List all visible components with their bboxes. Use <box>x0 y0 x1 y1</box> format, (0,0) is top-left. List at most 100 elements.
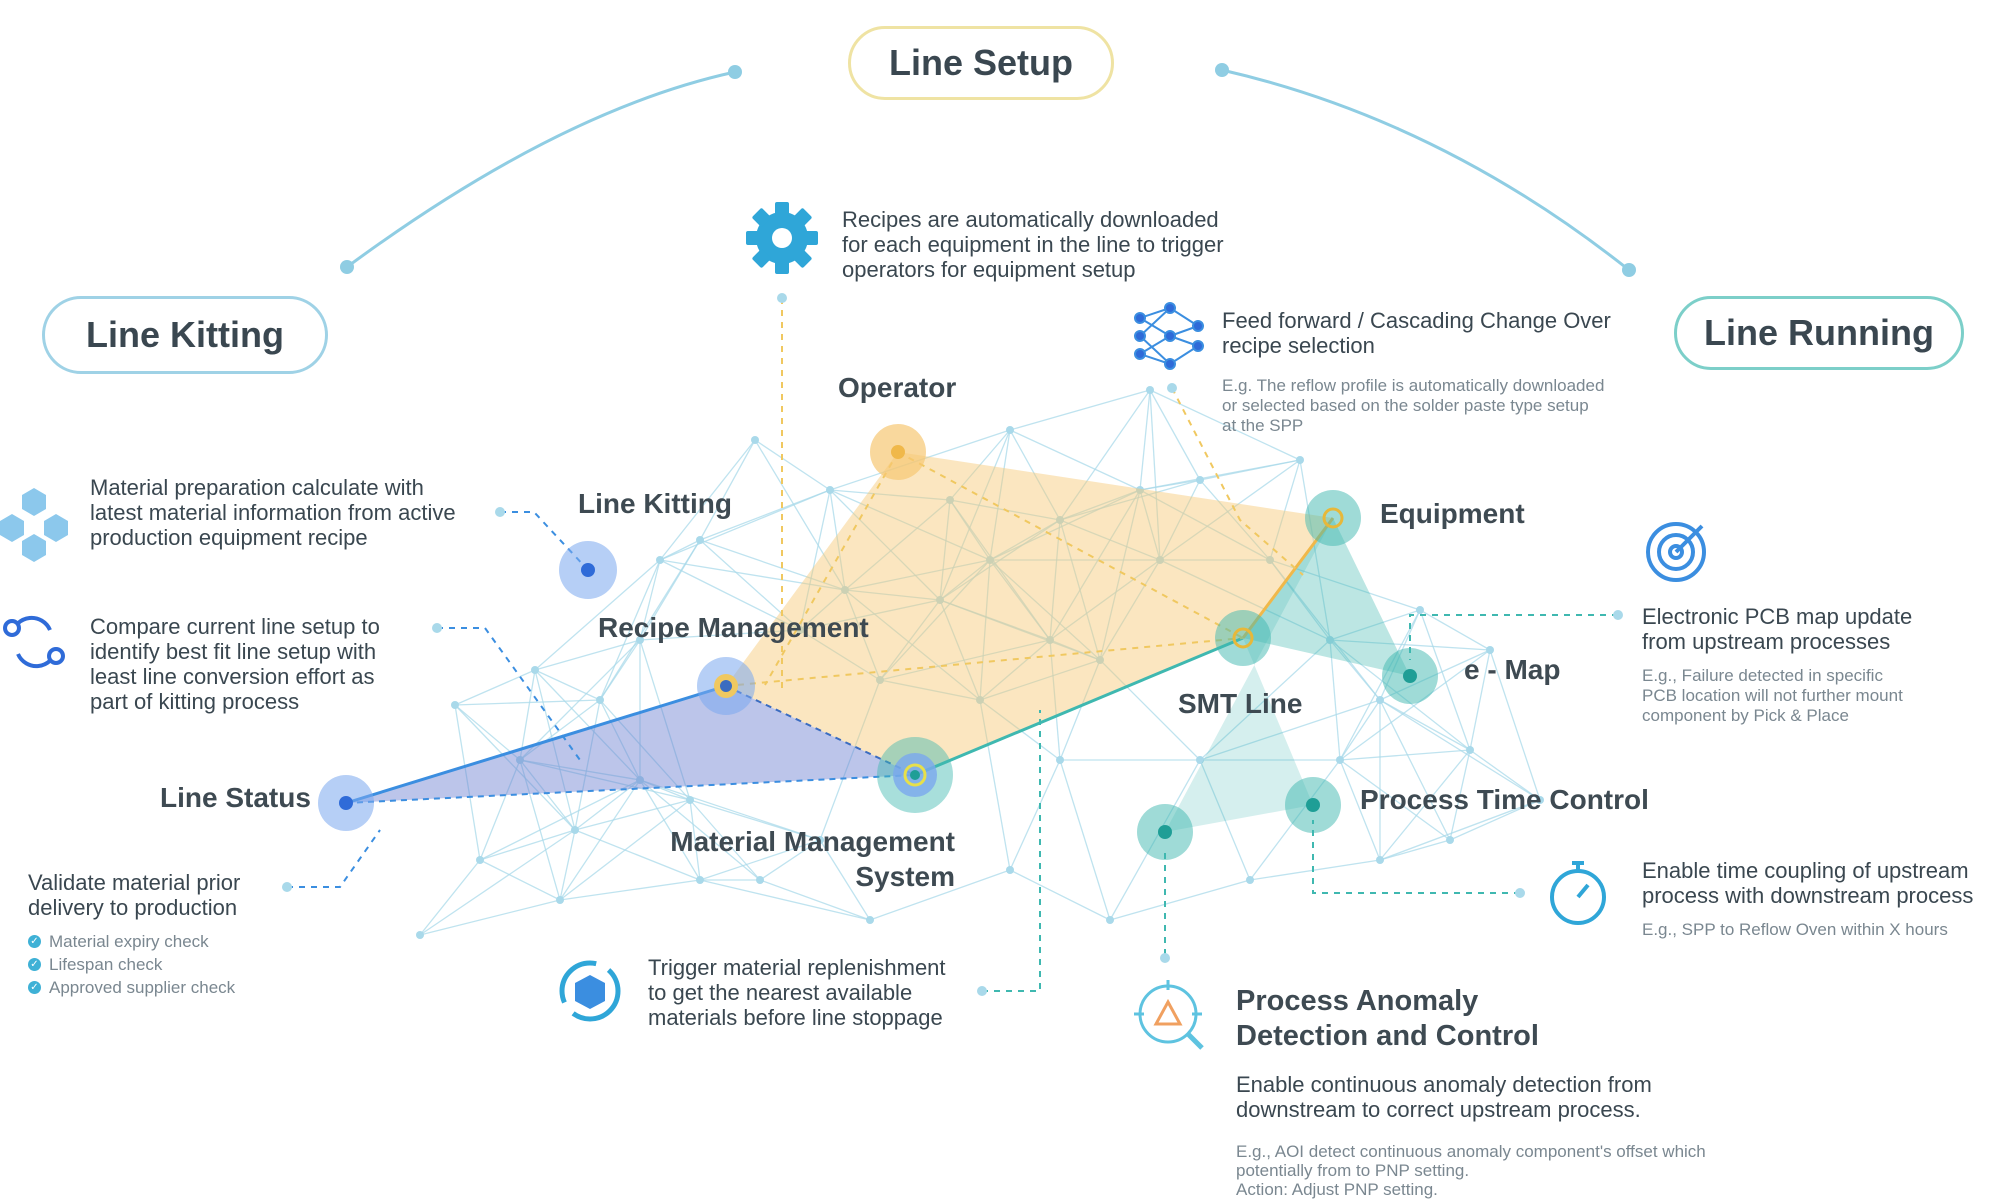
phase-line-kitting: Line Kitting <box>42 296 328 374</box>
desc-line: part of kitting process <box>90 689 300 714</box>
mesh-node <box>1416 606 1424 614</box>
mesh-node <box>1246 876 1254 884</box>
leader-dot <box>495 507 505 517</box>
mesh-edge <box>829 489 951 501</box>
phase-line-setup-label: Line Setup <box>888 42 1073 83</box>
validate-checklist: ✓ Material expiry check ✓ Lifespan check… <box>28 930 235 999</box>
mesh-edge <box>1269 459 1301 561</box>
desc-line: to get the nearest available <box>648 980 913 1005</box>
mesh-edge <box>639 779 821 841</box>
mesh-edge <box>949 499 1051 641</box>
mesh-edge <box>479 859 561 901</box>
edge <box>914 636 1244 777</box>
mesh-node <box>531 666 539 674</box>
mesh-node <box>936 596 944 604</box>
mesh-edge <box>1269 559 1331 641</box>
mesh-edge <box>1099 559 1161 661</box>
desc-compare-setup: Compare current line setup to identify b… <box>90 614 380 714</box>
label-material-management-line1: Material Management <box>670 826 955 857</box>
label-operator: Operator <box>838 372 957 403</box>
mesh-node <box>1006 426 1014 434</box>
desc-time-coupling: Enable time coupling of upstream process… <box>1642 858 1973 908</box>
mesh-edge <box>1249 859 1381 881</box>
mesh-edge <box>829 489 991 561</box>
arc-left <box>346 70 736 269</box>
mesh-node <box>686 796 694 804</box>
mesh-edge <box>939 599 981 701</box>
mesh-edge <box>829 489 941 601</box>
network-mesh <box>416 386 1544 939</box>
mesh-node <box>1056 516 1064 524</box>
mesh-node <box>1196 756 1204 764</box>
desc-line: delivery to production <box>28 895 238 920</box>
mesh-edge <box>939 499 951 601</box>
mesh-edge <box>1139 489 1161 561</box>
phase-line-kitting-label: Line Kitting <box>86 314 284 355</box>
mesh-edge <box>639 559 661 641</box>
mesh-edge <box>699 839 821 881</box>
mesh-edge <box>844 589 881 681</box>
mesh-node <box>451 701 459 709</box>
mesh-edge <box>1009 429 1061 521</box>
edge <box>345 684 727 805</box>
mesh-node <box>1446 836 1454 844</box>
desc-line: Action: Adjust PNP setting. <box>1236 1180 1438 1199</box>
desc-pcb-map-example: E.g., Failure detected in specific PCB l… <box>1642 666 1903 726</box>
desc-time-coupling-example: E.g., SPP to Reflow Oven within X hours <box>1642 920 1948 939</box>
mesh-node <box>696 536 704 544</box>
mesh-edge <box>979 639 1051 701</box>
anomaly-title: Process Anomaly Detection and Control <box>1236 984 1539 1054</box>
mesh-edge <box>1329 609 1421 641</box>
mesh-node <box>636 636 644 644</box>
node-equipment <box>1305 490 1361 546</box>
mesh-edge <box>419 829 576 936</box>
arc-dot <box>1215 63 1229 77</box>
desc-line: operators for equipment setup <box>842 257 1136 282</box>
mesh-edge <box>1109 879 1251 921</box>
desc-anomaly: Enable continuous anomaly detection from… <box>1236 1072 1652 1122</box>
mesh-node <box>866 916 874 924</box>
mesh-edge <box>559 829 576 901</box>
leader-validate <box>287 829 381 888</box>
desc-line: for each equipment in the line to trigge… <box>842 232 1224 257</box>
mesh-node <box>1486 646 1494 654</box>
desc-line: PCB location will not further mount <box>1642 686 1903 705</box>
mesh-edge <box>1469 749 1541 801</box>
mesh-node <box>841 586 849 594</box>
mesh-edge <box>819 839 871 921</box>
mesh-edge <box>419 859 481 936</box>
desc-validate: Validate material prior delivery to prod… <box>28 870 240 920</box>
mesh-edge <box>689 799 761 881</box>
desc-line: or selected based on the solder paste ty… <box>1222 396 1589 415</box>
mesh-edge <box>659 559 846 591</box>
mesh-node <box>876 676 884 684</box>
mesh-node <box>1536 796 1544 804</box>
mesh-edge <box>699 489 831 541</box>
mesh-edge <box>979 659 1101 701</box>
mesh-edge <box>534 669 576 831</box>
mesh-edge <box>689 799 821 841</box>
mesh-edge <box>1159 459 1301 561</box>
desc-line: Compare current line setup to <box>90 614 380 639</box>
mesh-node <box>751 436 759 444</box>
mesh-edge <box>419 899 561 936</box>
label-smt-line: SMT Line <box>1178 688 1303 719</box>
mesh-edge <box>844 559 991 591</box>
desc-line: process with downstream process <box>1642 883 1974 908</box>
edge <box>897 451 1244 639</box>
mesh-edge <box>1329 639 1381 701</box>
edge <box>725 637 1244 687</box>
mesh-node <box>1376 696 1384 704</box>
mesh-node <box>596 696 604 704</box>
arc-dot <box>728 65 742 79</box>
phase-line-running-label: Line Running <box>1704 312 1934 353</box>
mesh-edge <box>989 429 1011 561</box>
mesh-edge <box>454 704 576 831</box>
mesh-edge <box>1149 389 1161 561</box>
desc-line: Material preparation calculate with <box>90 475 424 500</box>
mesh-edge <box>454 704 481 861</box>
mesh-edge <box>1099 489 1141 661</box>
leader-dot <box>1515 888 1525 898</box>
anomaly-title-line: Process Anomaly <box>1236 985 1479 1017</box>
mesh-edge <box>1379 699 1471 751</box>
